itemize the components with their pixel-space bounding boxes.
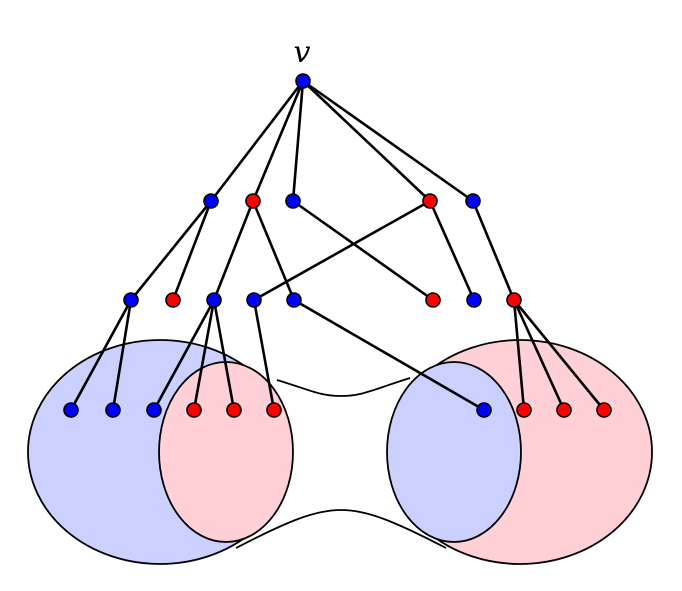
edge-b3-c3 xyxy=(152,298,216,412)
edge-a4-b7 xyxy=(428,199,476,302)
lower-connector-curve xyxy=(235,509,447,549)
edge-v-a4 xyxy=(301,79,432,203)
node-a2-red xyxy=(245,193,261,209)
edge-b5-c7 xyxy=(292,298,486,412)
edge-a4-b4 xyxy=(252,199,432,302)
edge-b3-c4 xyxy=(192,298,216,412)
node-b6-red xyxy=(425,292,441,308)
left-red-region xyxy=(158,361,294,543)
node-a1-blue xyxy=(203,193,219,209)
node-c3-blue xyxy=(146,402,162,418)
edge-b8-c10 xyxy=(512,298,606,412)
node-b7-blue xyxy=(466,292,482,308)
regions xyxy=(27,339,653,565)
edge-b4-c6 xyxy=(252,298,276,412)
node-a5-blue xyxy=(465,193,481,209)
root-label: v xyxy=(294,35,311,70)
node-v-blue xyxy=(295,73,311,89)
node-c9-red xyxy=(556,402,572,418)
edge-b3-c5 xyxy=(212,298,236,412)
edge-a1-b2 xyxy=(171,199,213,302)
node-b4-blue xyxy=(246,292,262,308)
node-c2-blue xyxy=(105,402,121,418)
node-c10-red xyxy=(596,402,612,418)
edge-a3-b6 xyxy=(291,199,435,302)
edge-b8-c9 xyxy=(512,298,566,412)
node-b1-blue xyxy=(123,292,139,308)
node-c6-red xyxy=(266,402,282,418)
edge-b1-c2 xyxy=(111,298,133,412)
edge-b8-c8 xyxy=(512,298,526,412)
node-c7-blue xyxy=(476,402,492,418)
edge-a2-b5 xyxy=(251,199,296,302)
edge-v-a2 xyxy=(251,79,305,203)
node-b5-blue xyxy=(286,292,302,308)
edge-a1-b1 xyxy=(129,199,213,302)
node-c5-red xyxy=(226,402,242,418)
tree-nodes xyxy=(63,73,612,418)
edge-a2-b3 xyxy=(212,199,255,302)
node-a4-red xyxy=(422,193,438,209)
node-b3-blue xyxy=(206,292,222,308)
node-c4-red xyxy=(186,402,202,418)
node-c1-blue xyxy=(63,402,79,418)
edge-v-a1 xyxy=(209,79,305,203)
right-blue-region xyxy=(386,361,522,543)
node-c8-red xyxy=(516,402,532,418)
tree-edges xyxy=(69,79,606,412)
edge-b1-c1 xyxy=(69,298,133,412)
upper-connector-curve xyxy=(276,377,411,397)
edge-a5-b8 xyxy=(471,199,516,302)
region-connectors xyxy=(235,377,447,549)
node-a3-blue xyxy=(285,193,301,209)
node-b8-red xyxy=(506,292,522,308)
node-b2-red xyxy=(165,292,181,308)
edge-v-a5 xyxy=(301,79,475,203)
edge-v-a3 xyxy=(291,79,305,203)
